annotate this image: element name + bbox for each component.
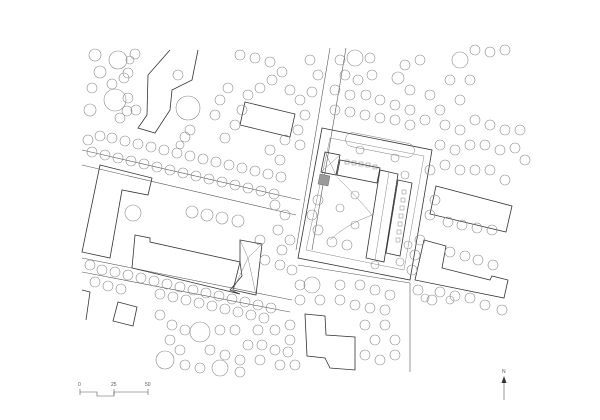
scale-label-50: 50 [145, 382, 151, 388]
west-edge-fragment [81, 289, 91, 321]
south-l [304, 313, 356, 371]
main-complex [297, 127, 433, 281]
long-west-wing-roof [232, 239, 263, 296]
north-arrow [501, 376, 507, 400]
roads [81, 47, 411, 372]
north-rect [239, 101, 296, 138]
east-upper [429, 185, 513, 233]
north-label: N [502, 369, 506, 375]
scale-bar [79, 389, 149, 397]
south-square [112, 301, 138, 327]
northwest-polygon [137, 49, 199, 134]
trees [82, 44, 531, 378]
buildings [81, 49, 513, 371]
east-lower [414, 239, 509, 299]
long-west-wing [131, 234, 243, 295]
west-l-building [81, 164, 153, 259]
scale-label-0: 0 [78, 382, 81, 388]
scale-label-25: 25 [111, 382, 117, 388]
